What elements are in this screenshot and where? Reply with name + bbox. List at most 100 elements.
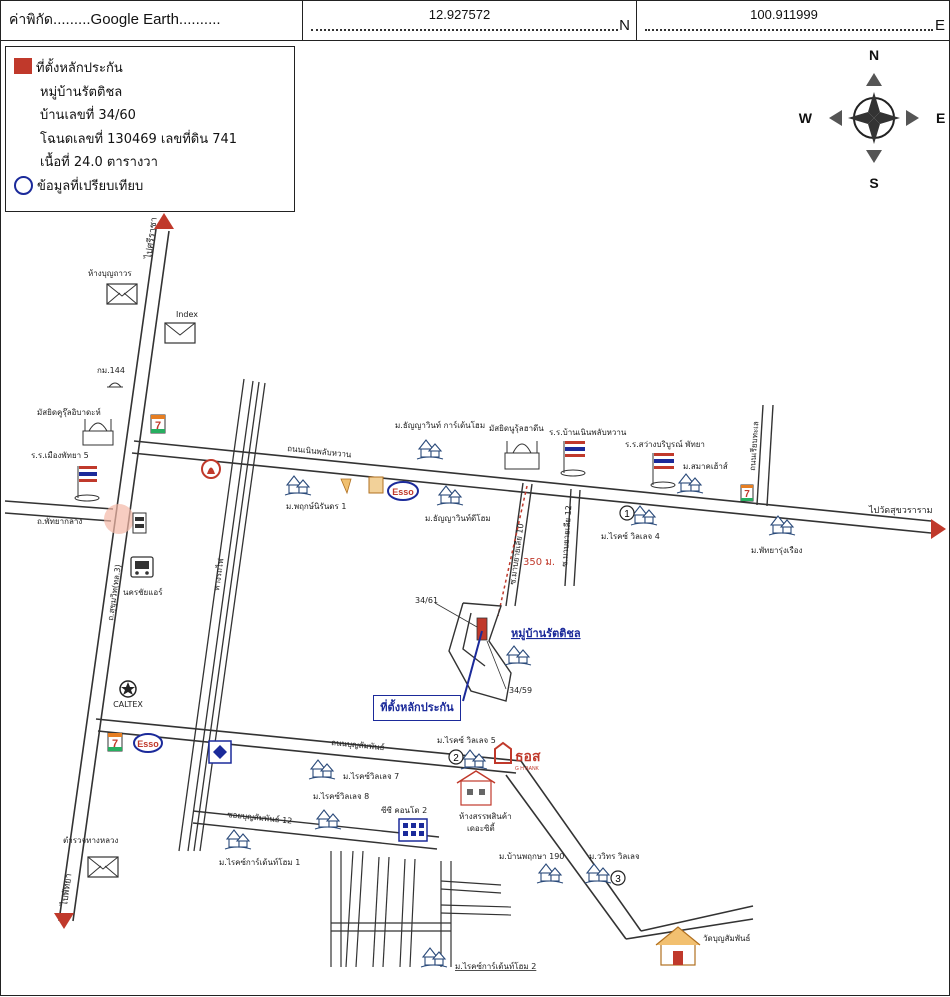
condo-icon (398, 818, 428, 842)
village-house-icon (420, 947, 448, 968)
label-mosque-2: มัสยิดนูรุ้ลฮาดีน (489, 424, 544, 434)
collateral-label-box: ที่ตั้งหลักประกัน (373, 695, 461, 721)
label-village-garden-home-1: ม.ไรคซ์การ์เด้นท์โฮม 1 (219, 857, 300, 867)
label-village-ruenrom-8: ม.ไรคซ์วิลเลจ 8 (313, 791, 369, 801)
village-house-icon (224, 829, 252, 850)
mosque-icon (504, 441, 540, 470)
petrol-station-icon (340, 476, 384, 495)
longitude-dots (645, 29, 933, 31)
compass-north: N (869, 47, 879, 63)
longitude-suffix: E (934, 17, 945, 34)
village-house-icon (504, 645, 532, 666)
svg-text:7: 7 (155, 420, 161, 432)
legend-title-row: ที่ตั้งหลักประกัน (14, 57, 286, 81)
km-marker-icon (107, 382, 123, 388)
seven-eleven-icon: 7 (740, 484, 754, 502)
parking-icon (132, 512, 147, 534)
index-store-icon (164, 322, 196, 344)
label-to-sriracha: ไปศรีราชา (143, 216, 160, 260)
label-road-bunsamphan: ถนนบุญสัมพันธ์ (331, 737, 385, 752)
legend-box: ที่ตั้งหลักประกัน หมู่บ้านรัตติชล บ้านเล… (5, 46, 295, 212)
legend-village: หมู่บ้านรัตติชล (40, 84, 123, 100)
road-soi-bunsamphan-12 (192, 810, 440, 850)
latitude-value: 12.927572 (428, 7, 491, 22)
distance-line (497, 485, 528, 617)
arrow-to-pattaya (54, 913, 74, 929)
compass-west: W (799, 110, 813, 126)
legend-title: ที่ตั้งหลักประกัน (36, 61, 123, 76)
number-marker-3: 3 (610, 870, 626, 886)
label-village-phruksa-190: ม.บ้านพฤกษา 190 (499, 852, 564, 861)
label-to-wat: ไปวัดสุขวราราม (868, 505, 933, 516)
number-marker-1: 1 (619, 505, 635, 521)
mosque-icon (82, 419, 114, 446)
svg-text:3: 3 (615, 874, 621, 885)
compass-south: S (869, 175, 878, 191)
label-soi-bunsamphan-12: ซอยบุญสัมพันธ์ 12 (227, 809, 293, 826)
label-village-samakkhi: ม.สมาคเฮ้าส์ (683, 461, 728, 471)
label-village-thanya-home: ม.ธัญญาวินท์ดีโฮม (425, 513, 491, 523)
village-house-icon (308, 759, 336, 780)
svg-text:1: 1 (624, 509, 630, 520)
bus-stop-icon (130, 556, 154, 578)
railway (178, 378, 266, 852)
village-house-icon (284, 475, 312, 496)
label-soi-12: ซ.มาบยายเลีย 12 (560, 505, 573, 567)
village-house-icon (630, 505, 658, 526)
road-east-soi (756, 404, 774, 507)
caltex-icon: CALTEX (113, 680, 143, 709)
village-house-icon (460, 749, 488, 770)
store-icon (106, 283, 138, 305)
label-soi-10: ซ.มาบยายเลีย 10 (508, 523, 526, 585)
svg-text:7: 7 (744, 489, 750, 500)
compass-rose: N S E W (799, 47, 946, 191)
esso-icon: Esso (133, 733, 163, 753)
village-house-icon (768, 515, 796, 536)
label-store-bunyawat: ห้างบุญถาวร (88, 269, 132, 278)
label-village-ruenrom-5: ม.ไรคซ์ วิลเลจ 5 (437, 735, 496, 745)
compass-east: E (936, 110, 945, 126)
latitude-dots (311, 29, 618, 31)
leader-34-61 (434, 602, 478, 628)
school-flag-icon (74, 466, 100, 502)
village-house-icon (314, 809, 342, 830)
label-nakhonchai: นครชัยแอร์ (123, 587, 163, 597)
arrow-to-sriracha (154, 213, 174, 229)
label-to-pattaya: ไปพัทยา (59, 873, 75, 908)
label-road-mabyailia: ถนนเรียบทะเล (748, 421, 760, 471)
label-temple: วัดบุญสัมพันธ์ (703, 933, 750, 943)
svg-text:G H BANK: G H BANK (515, 766, 540, 772)
label-village-thanya-garden: ม.ธัญญาวินท์ การ์เด้นโฮม (395, 420, 485, 430)
label-plot-34-61: 34/61 (415, 596, 438, 605)
arrow-to-wat (931, 519, 946, 539)
mall-icon (456, 770, 496, 806)
label-distance: 350 ม. (523, 557, 555, 568)
latitude-suffix: N (619, 17, 630, 34)
village-house-icon (536, 863, 564, 884)
label-police: ตำรวจทางหลวง (63, 836, 119, 845)
school-flag-icon (560, 441, 586, 477)
gh-bank-logo: ธอส G H BANK (494, 741, 541, 772)
label-km144: กม.144 (97, 366, 125, 375)
collateral-marker (476, 617, 488, 641)
label-village-wiwat: ม.ววิทร วิลเลจ (589, 852, 640, 861)
road-soi-12 (564, 488, 581, 587)
label-rail: ทางรถไฟ (212, 558, 225, 592)
legend-house-no: บ้านเลขที่ 34/60 (40, 108, 136, 123)
road-sukhumvit (58, 228, 170, 922)
legend-area: เนื้อที่ 24.0 ตารางวา (40, 155, 158, 170)
label-village-ratti: หมู่บ้านรัตติชล (511, 627, 581, 641)
caltex-label: CALTEX (113, 700, 143, 709)
label-mosque-1: มัสยิดคูรุ๊ลอิบาดะห์ (37, 407, 101, 418)
pointer-line (462, 630, 483, 702)
label-village-phruksa-1: ม.พฤกษ์นิรันดร 1 (286, 501, 346, 511)
longitude-value: 100.911999 (750, 7, 818, 22)
label-village-ruenrom-7: ม.ไรคซ์วิลเลจ 7 (343, 771, 399, 781)
bank-icon (201, 459, 221, 479)
legend-deed: โฉนดเลขที่ 130469 เลขที่ดิน 741 (40, 131, 238, 147)
bangkok-bank-icon (208, 740, 232, 764)
svg-text:2: 2 (453, 753, 459, 764)
police-icon (87, 856, 119, 878)
